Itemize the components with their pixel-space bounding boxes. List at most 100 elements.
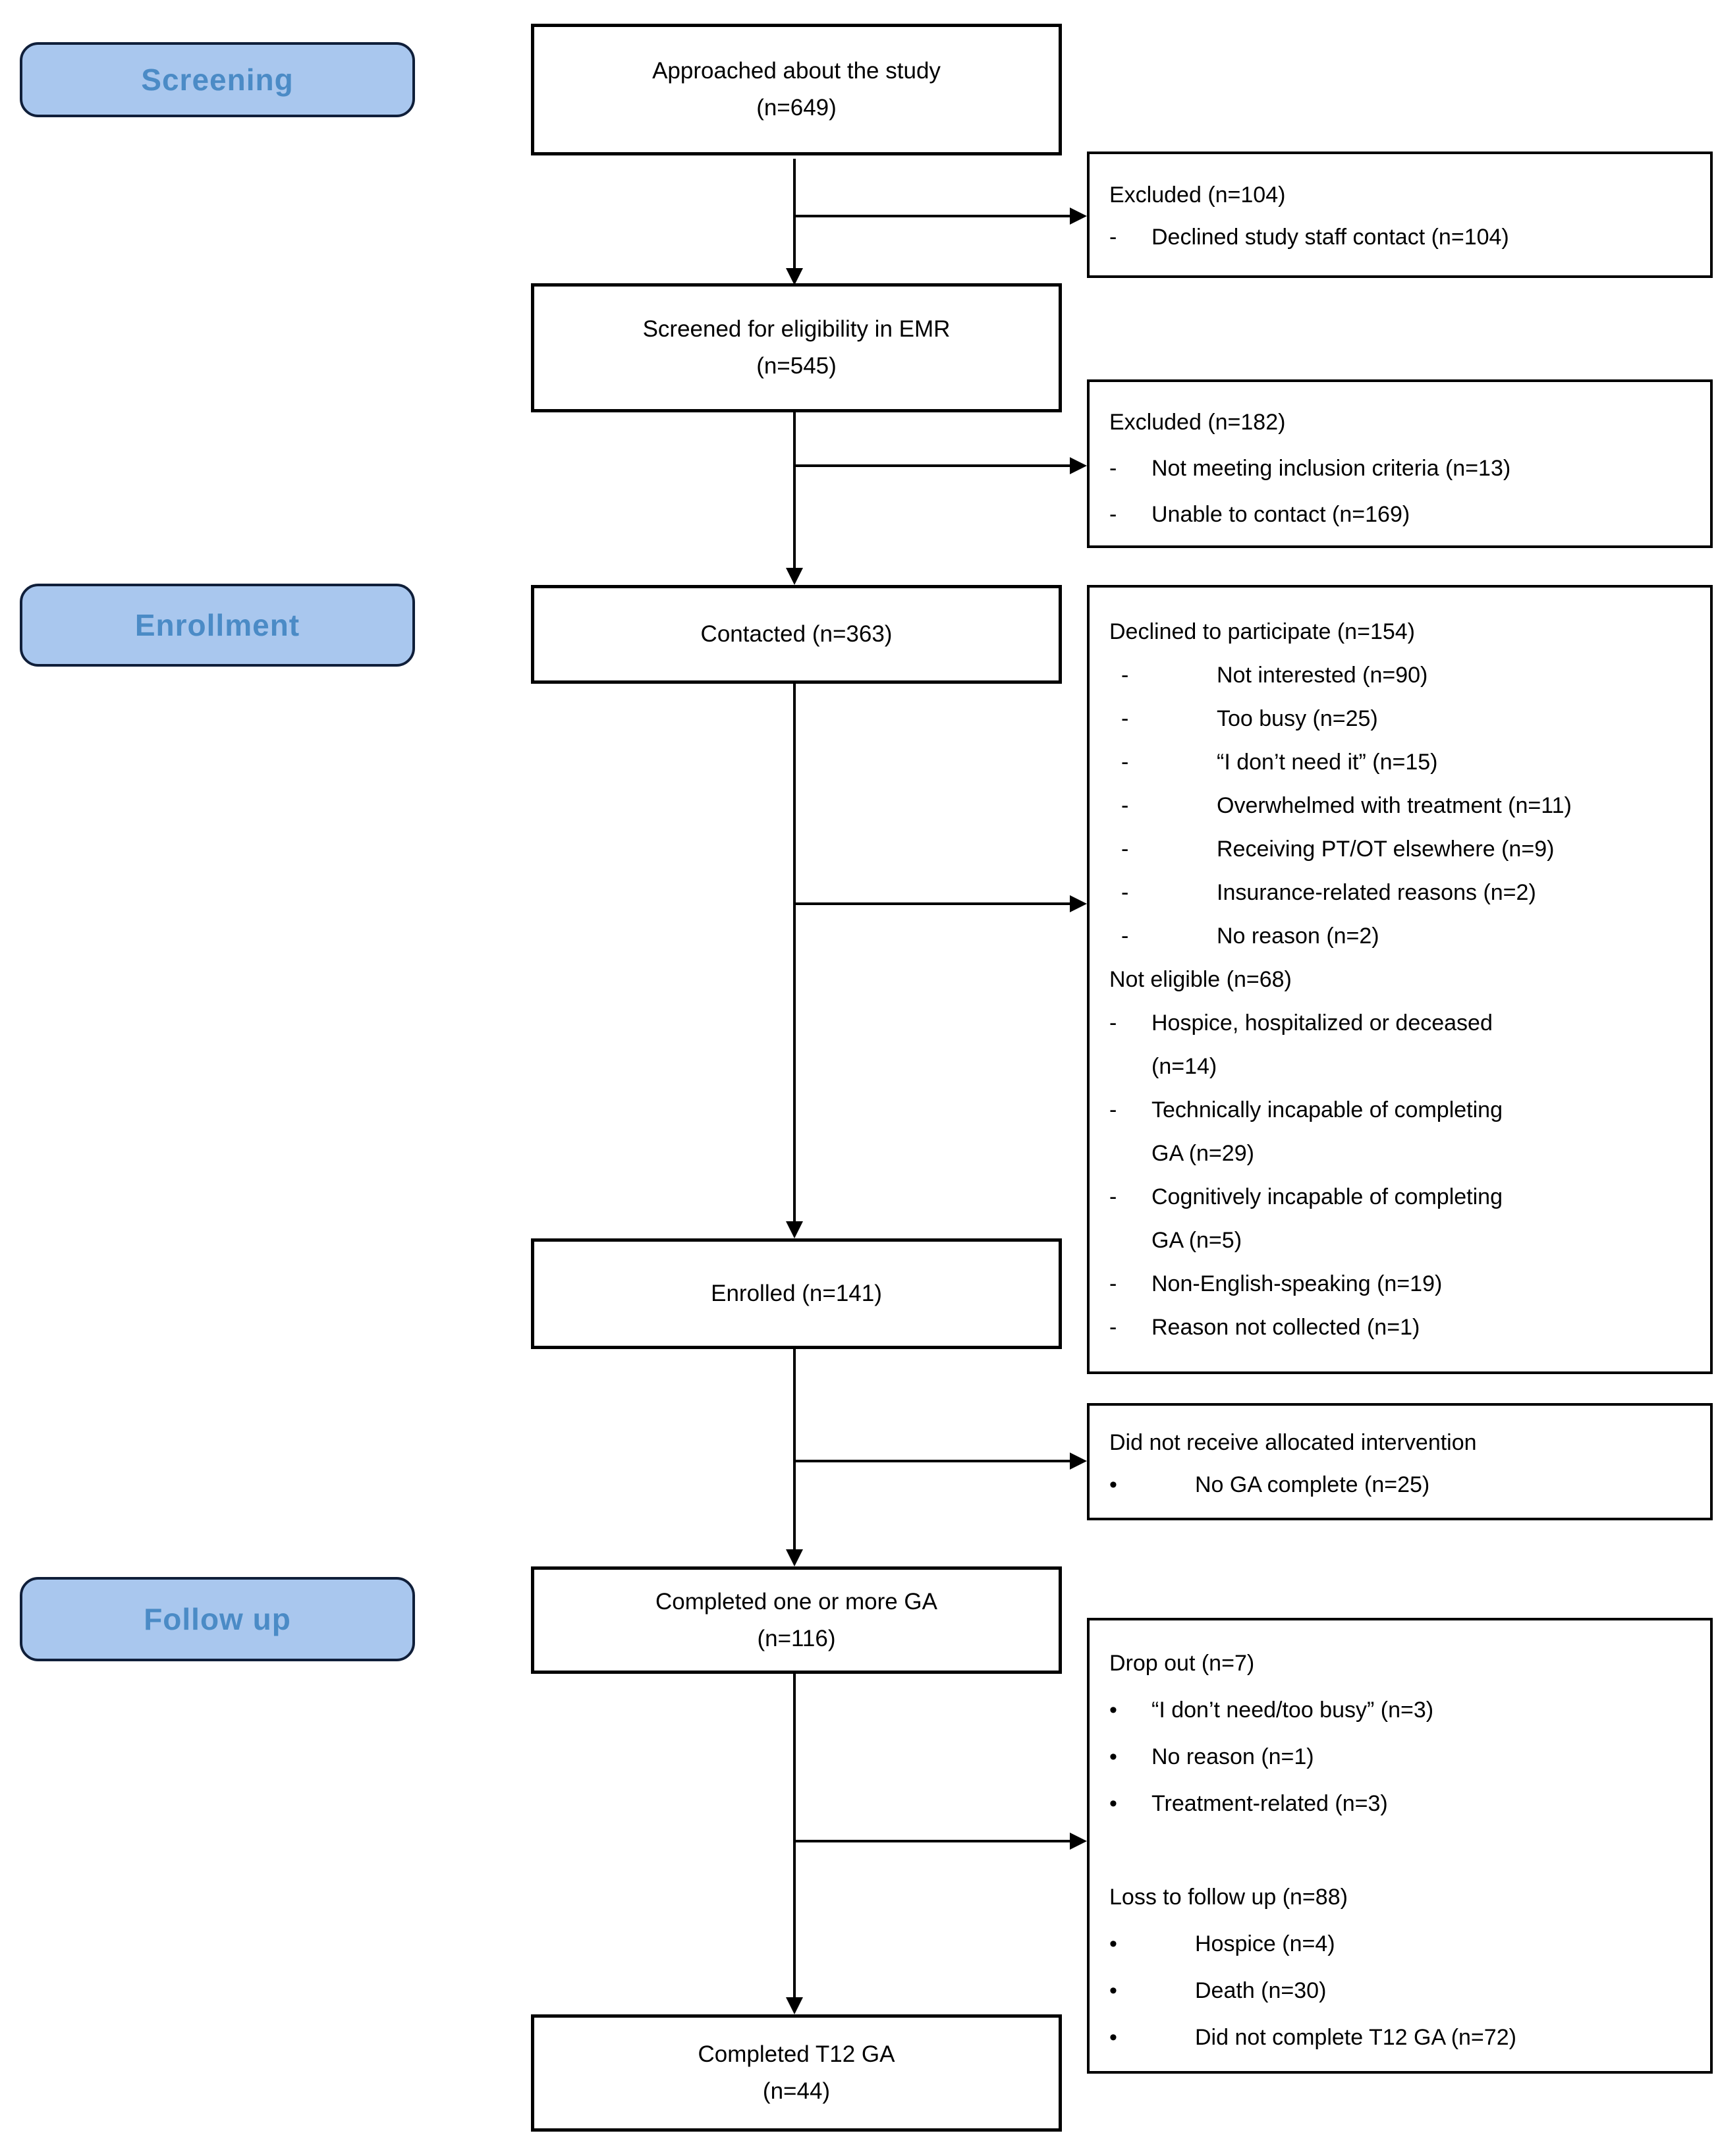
side-box-line: Declined to participate (n=154) [1109,619,1415,644]
dash-bullet-icon: - [1109,1315,1117,1340]
side-box-line: - Cognitively incapable of completing [1109,1175,1690,1219]
flow-box-text: Screened for eligibility in EMR [642,316,951,342]
side-box-line: -Insurance-related reasons (n=2) [1121,871,1690,914]
side-box-line: -Declined study staff contact (n=104) [1109,216,1690,258]
stage-label-enrollment: Enrollment [20,584,415,667]
side-box-line: Excluded (n=104) [1109,182,1286,207]
arrowhead-down-icon [786,1221,803,1238]
connector-approached-screened [793,159,796,268]
connector-screened-contacted [793,412,796,568]
dash-bullet-icon: - [1121,706,1129,731]
side-box-line: - “I don’t need it” (n=15) [1121,740,1690,784]
flow-box-text: Completed T12 GA [698,2041,895,2067]
side-box-line: • Did not complete T12 GA (n=72) [1109,2014,1690,2061]
side-box-line: -Non-English-speaking (n=19) [1109,1262,1690,1306]
dash-bullet-icon: - [1109,1184,1117,1209]
dot-bullet-icon: • [1109,1698,1117,1723]
side-box-item-text: Not meeting inclusion criteria (n=13) [1151,456,1511,481]
side-box-excluded-104: Excluded (n=104) -Declined study staff co… [1087,152,1713,278]
side-box-line: - Too busy (n=25) [1121,697,1690,740]
side-box-item-text: Reason not collected (n=1) [1151,1315,1420,1340]
dash-bullet-icon: - [1109,502,1117,527]
arrowhead-right-icon [1070,207,1087,225]
flow-box-text: Enrolled (n=141) [711,1281,882,1306]
side-box-line: - Reason not collected (n=1) [1109,1306,1690,1349]
side-box-line: (n=14) [1151,1054,1217,1079]
dash-bullet-icon: - [1121,750,1129,775]
dash-bullet-icon: - [1109,1097,1117,1122]
connector-contacted-enrolled [793,684,796,1221]
side-box-line: • No GA complete (n=25) [1109,1464,1690,1506]
side-box-item-text: Overwhelmed with treatment (n=11) [1217,793,1572,818]
flow-box-approached: Approached about the study (n=649) [531,24,1062,155]
side-box-item-text: Insurance-related reasons (n=2) [1217,880,1536,905]
side-box-line: - Technically incapable of completing [1109,1088,1690,1132]
side-box-line: - Overwhelmed with treatment (n=11) [1121,784,1690,827]
side-box-line: • Treatment-related (n=3) [1109,1781,1690,1827]
dot-bullet-icon: • [1109,1791,1117,1816]
side-box-line: - Hospice, hospitalized or deceased [1109,1001,1690,1045]
side-box-line: -Not meeting inclusion criteria (n=13) [1109,445,1690,491]
flow-box-completed-one-or-more-ga: Completed one or more GA (n=116) [531,1566,1062,1674]
side-box-excluded-182: Excluded (n=182)-Not meeting inclusion c… [1087,379,1713,548]
flow-box-count: (n=44) [762,2078,831,2104]
side-box-item-text: Declined study staff contact (n=104) [1151,225,1509,250]
side-box-line [1109,1827,1690,1874]
dash-bullet-icon: - [1109,1010,1117,1036]
flow-box-count: (n=116) [757,1625,836,1651]
stage-label-follow-up: Follow up [20,1577,415,1661]
side-box-item-text: Unable to contact (n=169) [1151,502,1410,527]
dot-bullet-icon: • [1109,2025,1117,2050]
branch-to-excluded-182 [794,464,1070,467]
side-box-line: Excluded (n=182) [1109,410,1286,435]
dash-bullet-icon: - [1121,793,1129,818]
side-box-line: - No reason (n=2) [1121,914,1690,958]
side-box-line: -Not interested (n=90) [1121,653,1690,697]
side-box-item-text: No reason (n=1) [1151,1744,1314,1769]
arrowhead-down-icon [786,1549,803,1566]
side-box-item-text: Hospice (n=4) [1195,1931,1335,1956]
side-box-line: • No reason (n=1) [1109,1734,1690,1781]
arrowhead-right-icon [1070,895,1087,912]
side-box-line: Drop out (n=7) [1109,1651,1255,1676]
side-box-line: • “I don’t need/too busy” (n=3) [1109,1687,1690,1734]
arrowhead-right-icon [1070,1833,1087,1850]
arrowhead-down-icon [786,268,803,285]
dot-bullet-icon: • [1109,1472,1117,1497]
side-box-item-text: Death (n=30) [1195,1978,1327,2003]
side-box-item-text: “I don’t need/too busy” (n=3) [1151,1698,1434,1723]
flow-box-text: Approached about the study [652,58,941,84]
arrowhead-right-icon [1070,457,1087,474]
flow-box-enrolled: Enrolled (n=141) [531,1238,1062,1349]
branch-to-dropout [794,1840,1070,1842]
side-box-item-text: Cognitively incapable of completing [1151,1184,1503,1209]
arrowhead-down-icon [786,1997,803,2014]
side-box-item-text: Technically incapable of completing [1151,1097,1503,1122]
side-box-item-text: Treatment-related (n=3) [1151,1791,1388,1816]
side-box-item-text: Not interested (n=90) [1217,663,1428,688]
dash-bullet-icon: - [1121,837,1129,862]
arrowhead-down-icon [786,568,803,585]
dash-bullet-icon: - [1121,924,1129,949]
flow-box-completed-t12-ga: Completed T12 GA (n=44) [531,2014,1062,2132]
side-box-line: •Death (n=30) [1109,1968,1690,2014]
side-box-item-text: No GA complete (n=25) [1195,1472,1430,1497]
flow-box-count: (n=649) [756,95,837,121]
dot-bullet-icon: • [1109,1744,1117,1769]
side-box-item-text: Did not complete T12 GA (n=72) [1195,2025,1516,2050]
side-box-line: - Unable to contact (n=169) [1109,491,1690,538]
side-box-declined-not-eligible: Declined to participate (n=154)-Not inte… [1087,585,1713,1374]
dot-bullet-icon: • [1109,1931,1117,1956]
side-box-item-text: “I don’t need it” (n=15) [1217,750,1438,775]
side-box-line: Loss to follow up (n=88) [1109,1885,1348,1910]
side-box-item-text: Receiving PT/OT elsewhere (n=9) [1217,837,1555,862]
side-box-item-text: Too busy (n=25) [1217,706,1378,731]
arrowhead-right-icon [1070,1452,1087,1470]
side-box-item-text: No reason (n=2) [1217,924,1379,949]
branch-to-declined [794,902,1070,905]
branch-to-no-intervention [794,1460,1070,1462]
side-box-item-text: Hospice, hospitalized or deceased [1151,1010,1493,1036]
side-box-line: GA (n=29) [1151,1141,1254,1166]
side-box-line: - Receiving PT/OT elsewhere (n=9) [1121,827,1690,871]
